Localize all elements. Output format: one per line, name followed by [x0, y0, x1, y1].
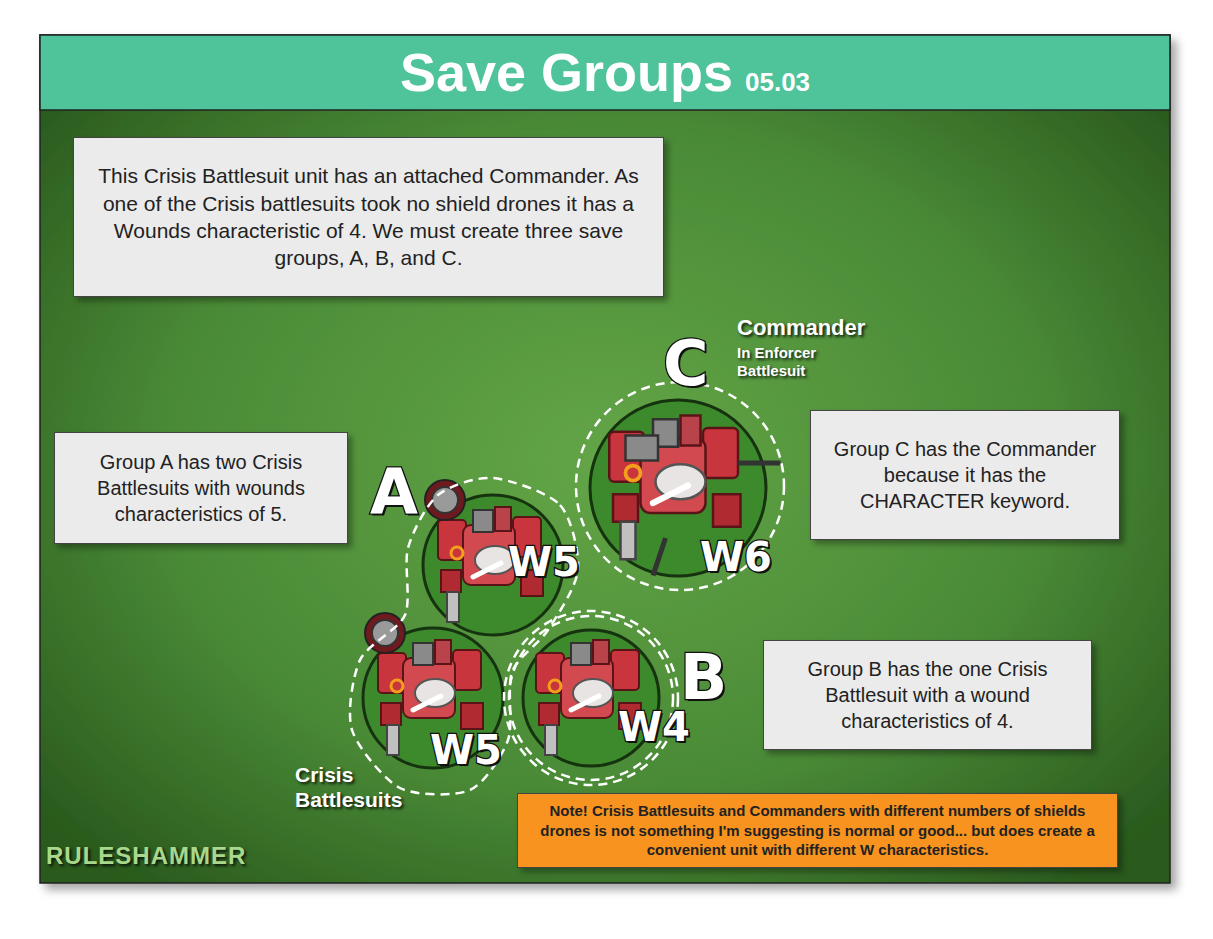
callout-label: B	[680, 644, 727, 712]
box-text: Group A has two Crisis Battlesuits with …	[71, 449, 331, 527]
battlesuits	[350, 382, 784, 794]
box-text: Group B has the one Crisis Battlesuit wi…	[782, 656, 1073, 734]
title: Save Groups	[400, 35, 733, 110]
box-text: Note! Crisis Battlesuits and Commanders …	[530, 801, 1105, 860]
caption-label: In Enforcer Battlesuit	[737, 344, 832, 380]
shield-drone	[425, 480, 465, 520]
text-box: Group C has the Commander because it has…	[810, 410, 1120, 540]
text-box: Group B has the one Crisis Battlesuit wi…	[763, 640, 1092, 750]
box-text: Group C has the Commander because it has…	[827, 436, 1103, 514]
group-outline	[504, 611, 678, 785]
caption-label: Commander	[737, 316, 865, 340]
group-outline	[576, 382, 784, 590]
title-row: Save Groups05.03	[40, 35, 1170, 110]
title-number: 05.03	[745, 45, 810, 120]
panel	[40, 35, 1170, 883]
text-box: Group A has two Crisis Battlesuits with …	[54, 432, 348, 544]
callout-label: W4	[618, 705, 690, 749]
callout-label: A	[370, 458, 418, 526]
callout-label: W5	[508, 540, 580, 584]
caption-label: RULESHAMMER	[46, 843, 246, 869]
note-box: Note! Crisis Battlesuits and Commanders …	[517, 793, 1118, 868]
callout-label: W5	[430, 728, 502, 772]
title-bar	[40, 35, 1170, 110]
group-outline	[509, 616, 673, 780]
callout-label: W6	[700, 535, 772, 579]
callout-label: C	[663, 330, 709, 398]
box-text: This Crisis Battlesuit unit has an attac…	[96, 162, 641, 271]
caption-label: Crisis Battlesuits	[295, 762, 455, 812]
text-box: This Crisis Battlesuit unit has an attac…	[73, 137, 664, 297]
